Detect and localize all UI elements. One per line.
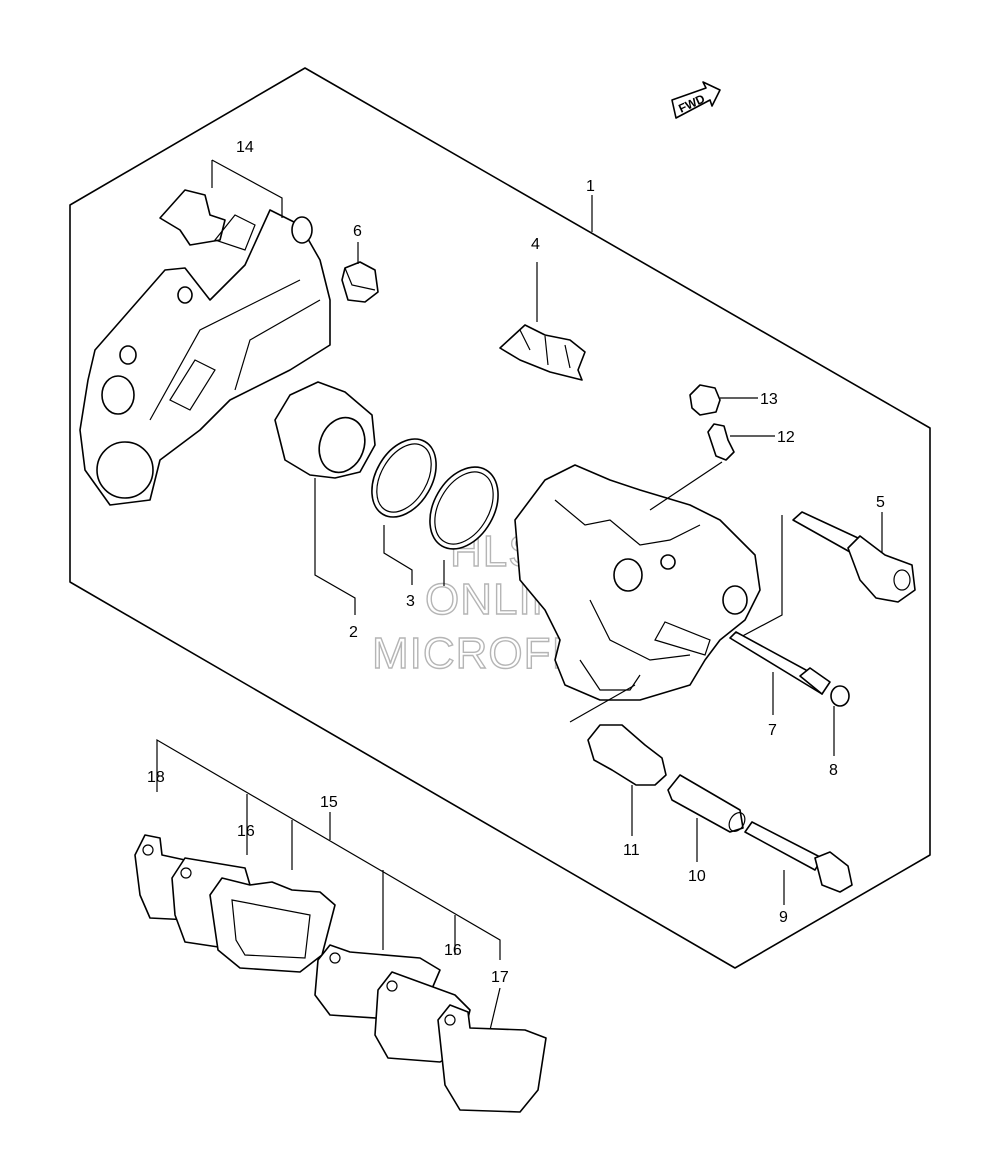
leader-18 [156, 738, 501, 960]
callout-6: 6 [353, 223, 362, 240]
leader-17 [489, 987, 501, 1031]
callout-15: 15 [320, 794, 338, 811]
seal-ring-part-3 [371, 438, 499, 550]
cap-part-13 [689, 384, 721, 416]
slide-pin-part-5 [792, 511, 916, 603]
shim-part-17 [437, 1004, 547, 1113]
leader-16b [382, 870, 456, 955]
caliper-bracket [79, 189, 331, 506]
callout-16-lower: 16 [444, 942, 462, 959]
leader-caliper-right [734, 515, 783, 641]
pin-part-7 [729, 631, 831, 695]
caliper-body [514, 464, 761, 701]
callout-8: 8 [829, 762, 838, 779]
callout-7: 7 [768, 722, 777, 739]
piston-part-2 [274, 381, 376, 479]
callout-4: 4 [531, 236, 540, 253]
callout-17: 17 [491, 969, 509, 986]
fwd-arrow-icon: FWD [671, 81, 721, 119]
assembly-outline [69, 67, 931, 969]
boot-part-6 [341, 261, 379, 303]
bolt-part-9 [744, 821, 853, 893]
callout-11: 11 [623, 842, 640, 859]
boot-part-11 [587, 724, 667, 786]
leader-caliper-lower [569, 684, 636, 723]
sleeve-part-10 [667, 774, 746, 833]
bleeder-part-12 [707, 423, 735, 461]
callout-13: 13 [760, 391, 778, 408]
leader-3 [383, 525, 445, 586]
callout-3: 3 [406, 593, 415, 610]
leader-16a [246, 794, 293, 870]
leader-12 [649, 435, 775, 511]
leader-14 [211, 159, 283, 218]
callout-5: 5 [876, 494, 885, 511]
pad-spring-part-4 [499, 324, 586, 381]
brake-pad-left [209, 877, 336, 973]
callout-9: 9 [779, 909, 788, 926]
leader-2 [314, 478, 356, 615]
callout-10: 10 [688, 868, 706, 885]
callout-1: 1 [586, 178, 595, 195]
callout-16-upper: 16 [237, 823, 255, 840]
callout-2: 2 [349, 624, 358, 641]
callout-14: 14 [236, 139, 254, 156]
plug-part-8 [830, 685, 850, 707]
callout-12: 12 [777, 429, 795, 446]
fwd-label: FWD [676, 91, 707, 115]
callout-18: 18 [147, 769, 165, 786]
